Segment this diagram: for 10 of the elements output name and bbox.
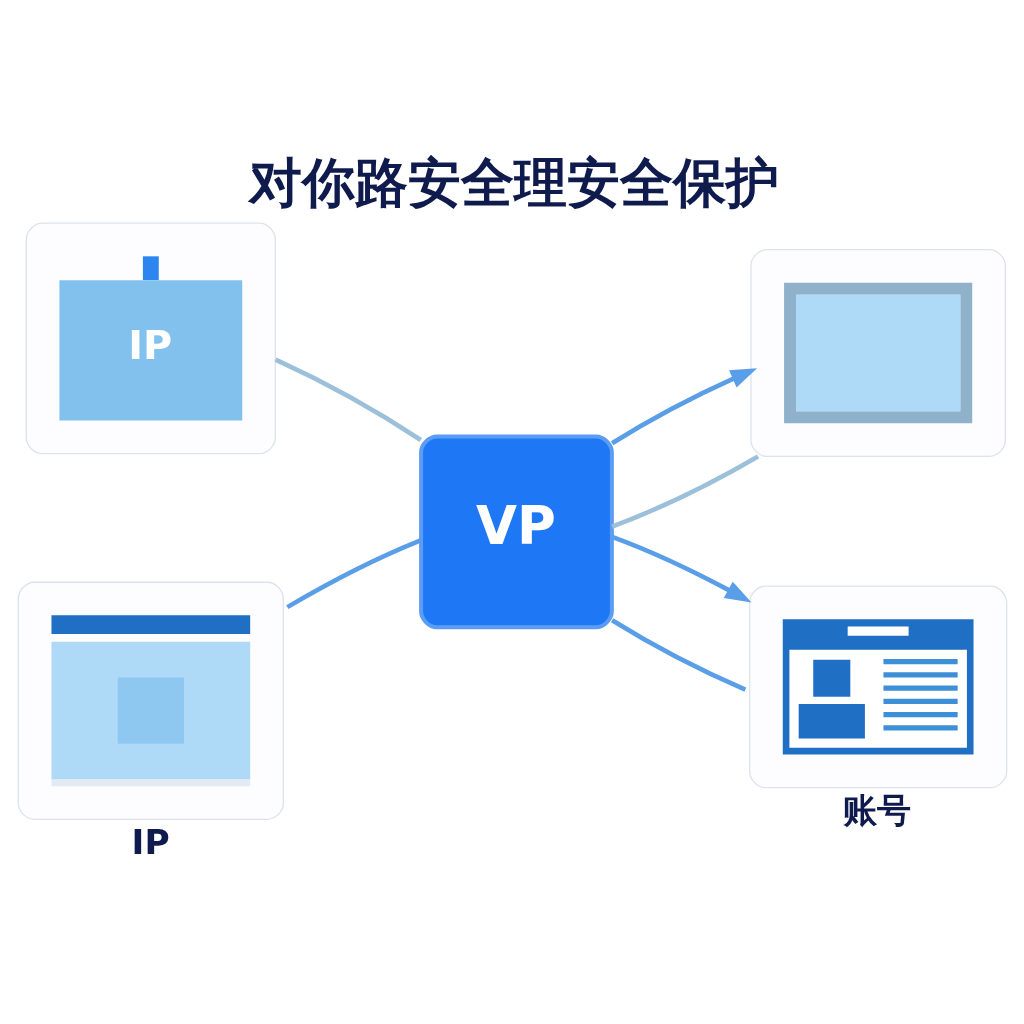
arrow xyxy=(610,368,757,446)
connector xyxy=(610,618,746,692)
node-label: 账号 xyxy=(842,789,911,830)
node-box: VP xyxy=(418,434,614,630)
connector xyxy=(285,538,422,610)
diagram-title: 对你路安全理安全保护 xyxy=(248,151,779,213)
arrow xyxy=(610,534,751,603)
connector xyxy=(274,357,422,442)
node-label: IP xyxy=(131,821,170,862)
connector xyxy=(610,454,759,529)
